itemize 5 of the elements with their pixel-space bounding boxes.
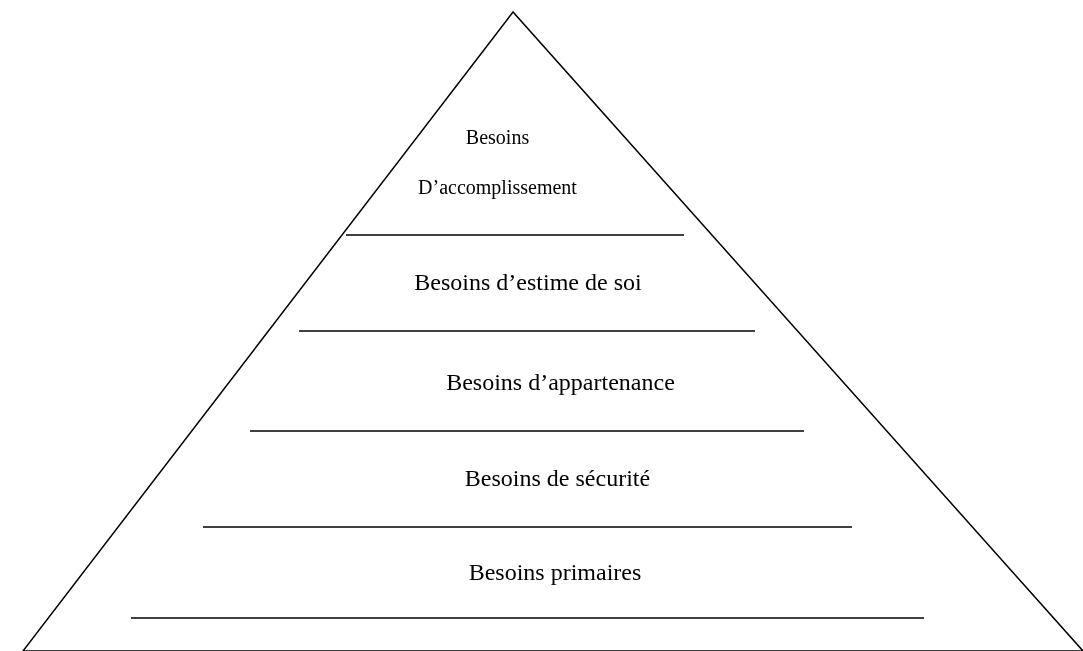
pyramid-level-label: Besoins d’estime de soi [378,262,678,302]
pyramid-level-label: Besoins D’accomplissement [400,112,595,212]
pyramid-level-label: Besoins de sécurité [400,458,715,498]
pyramid-level-label: Besoins primaires [410,552,700,592]
pyramid-level-label: Besoins d’appartenance [388,362,733,402]
